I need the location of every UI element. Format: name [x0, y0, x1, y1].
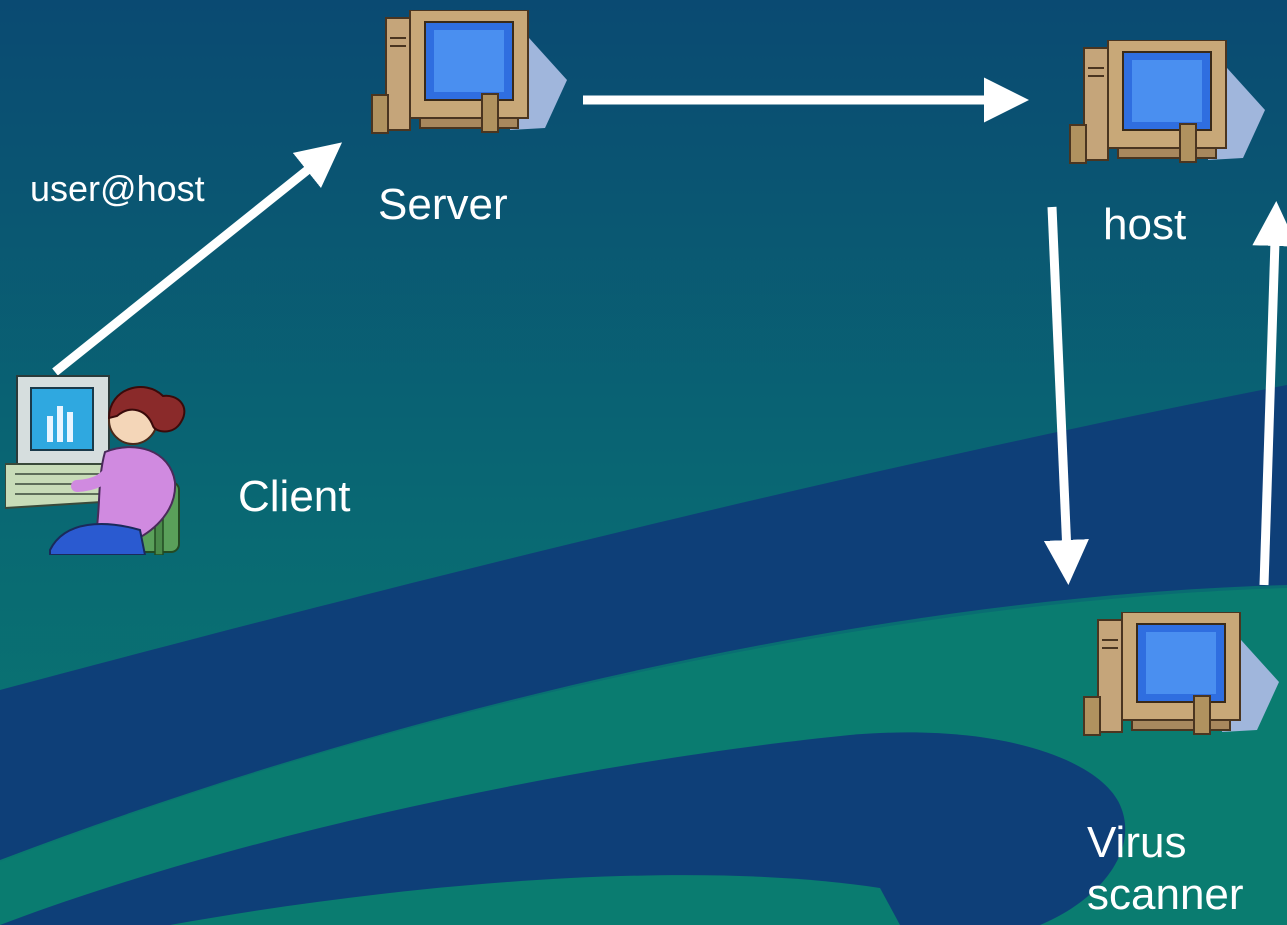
background-band-swoosh [0, 732, 1126, 925]
virus-scanner-computer-icon [1083, 612, 1279, 736]
edge-label-user-at-host: user@host [30, 168, 205, 209]
server-computer-icon [371, 10, 567, 134]
client-label: Client [238, 472, 351, 521]
host-computer-icon [1069, 40, 1265, 164]
client-person-at-computer-icon [5, 375, 186, 555]
background-band-upper [0, 385, 1287, 860]
edge-scanner-to-host [1252, 201, 1287, 586]
edge-host-to-scanner [1043, 206, 1089, 585]
server-label: Server [378, 180, 508, 229]
background-band-bottom [170, 875, 900, 925]
host-label: host [1103, 200, 1187, 249]
edge-client-to-server [52, 142, 343, 376]
virus-scanner-label-line1: Virus [1087, 818, 1187, 867]
virus-scanner-label-line2: scanner [1087, 870, 1244, 919]
